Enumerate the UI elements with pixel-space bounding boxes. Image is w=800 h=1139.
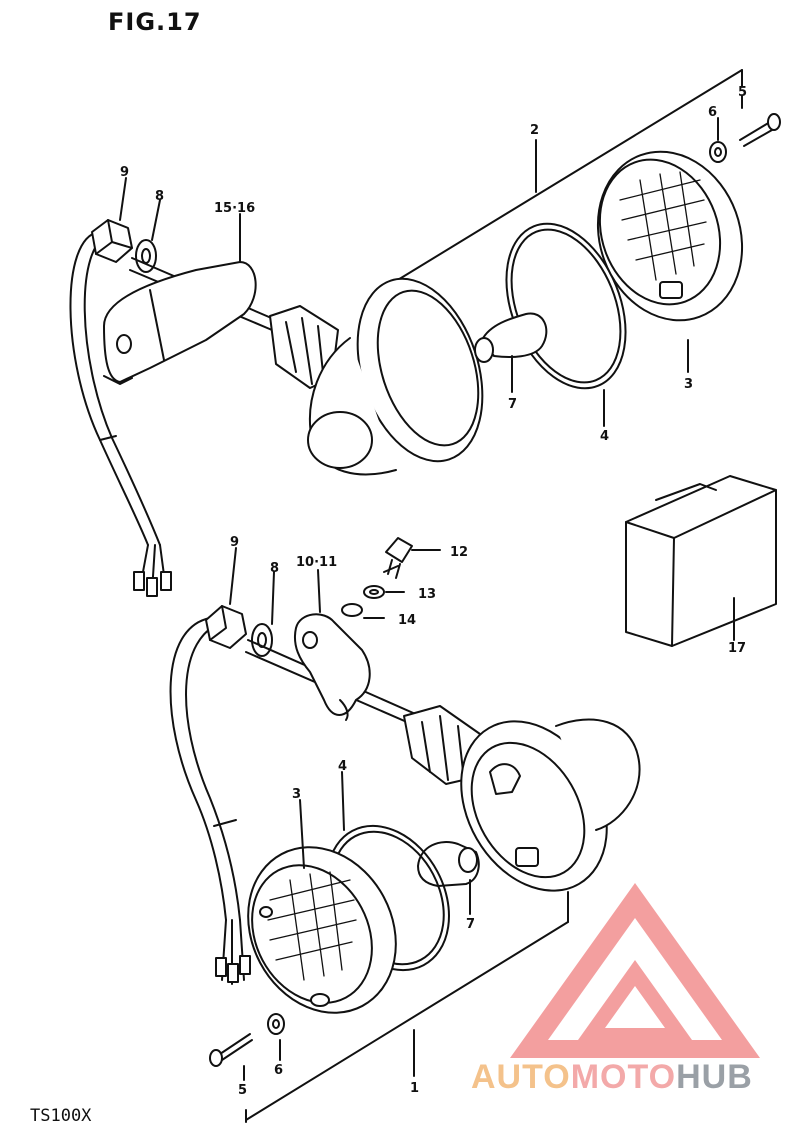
watermark-logo — [510, 883, 760, 1058]
model-label: TS100X — [30, 1106, 92, 1126]
watermark-part-hub: HUB — [676, 1058, 753, 1096]
figure-title: FIG.17 — [108, 8, 202, 36]
watermark-text: AUTOMOTOHUB — [471, 1058, 753, 1097]
watermark-part-auto: AUTO — [471, 1058, 571, 1096]
watermark-part-moto: MOTO — [570, 1058, 677, 1096]
